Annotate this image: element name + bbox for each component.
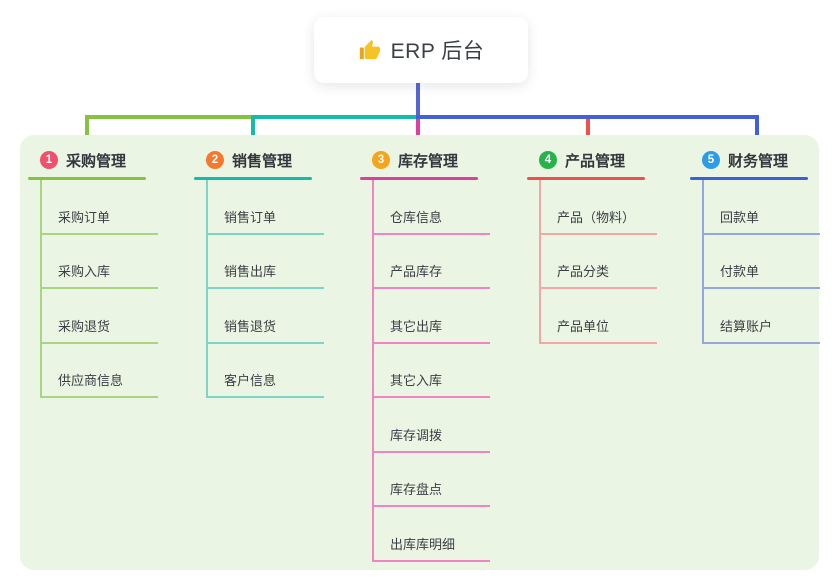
child-node[interactable]: 其它出库 [374, 289, 518, 344]
branch-underline [360, 177, 478, 180]
child-label: 库存盘点 [374, 479, 490, 507]
child-node[interactable]: 供应商信息 [42, 344, 186, 398]
connector-drop-branch-5 [755, 115, 759, 146]
branch-sales: 2 销售管理 销售订单 销售出库 销售退货 客户信息 [194, 145, 352, 398]
child-label: 产品分类 [541, 261, 657, 289]
child-node[interactable]: 仓库信息 [374, 180, 518, 235]
child-node[interactable]: 回款单 [704, 180, 839, 235]
branch-underline [527, 177, 645, 180]
child-node[interactable]: 采购退货 [42, 289, 186, 344]
branch-number-badge: 3 [372, 151, 390, 169]
branch-label: 财务管理 [728, 152, 789, 170]
child-node[interactable]: 库存盘点 [374, 453, 518, 507]
thumbs-up-icon [359, 39, 380, 59]
branch-underline [28, 177, 146, 180]
child-node[interactable]: 客户信息 [208, 344, 352, 398]
child-node[interactable]: 其它入库 [374, 344, 518, 398]
connector-drop-branch-2 [251, 115, 255, 146]
child-label: 产品库存 [374, 261, 490, 289]
child-label: 产品单位 [541, 316, 657, 344]
branch-underline [194, 177, 312, 180]
branch-inventory: 3 库存管理 仓库信息 产品库存 其它出库 其它入库 库存调拨 库存盘点 出库库… [360, 145, 518, 562]
child-label: 采购入库 [42, 261, 158, 289]
child-label: 结算账户 [704, 316, 820, 344]
branch-node[interactable]: 1 采购管理 [28, 145, 186, 175]
child-node[interactable]: 库存调拨 [374, 398, 518, 453]
branch-node[interactable]: 2 销售管理 [194, 145, 352, 175]
child-node[interactable]: 产品库存 [374, 235, 518, 289]
branch-children: 采购订单 采购入库 采购退货 供应商信息 [40, 180, 186, 398]
branch-number-badge: 5 [702, 151, 720, 169]
child-node[interactable]: 产品单位 [541, 289, 685, 344]
branch-children: 产品（物料） 产品分类 产品单位 [539, 180, 685, 344]
child-label: 库存调拨 [374, 425, 490, 453]
child-label: 销售退货 [208, 316, 324, 344]
branch-label: 采购管理 [66, 152, 127, 170]
child-label: 付款单 [704, 261, 820, 289]
child-label: 客户信息 [208, 370, 324, 398]
branch-underline [690, 177, 808, 180]
child-node[interactable]: 销售退货 [208, 289, 352, 344]
child-label: 销售订单 [208, 207, 324, 235]
connector-drop-branch-1 [85, 115, 89, 146]
child-node[interactable]: 结算账户 [704, 289, 839, 344]
child-label: 其它入库 [374, 370, 490, 398]
child-label: 出库库明细 [374, 534, 490, 562]
child-label: 产品（物料） [541, 207, 657, 235]
root-node[interactable]: ERP 后台 [314, 17, 528, 83]
branch-node[interactable]: 5 财务管理 [690, 145, 839, 175]
connector-root-vertical [416, 83, 420, 117]
branch-children: 仓库信息 产品库存 其它出库 其它入库 库存调拨 库存盘点 出库库明细 [372, 180, 518, 562]
branch-finance: 5 财务管理 回款单 付款单 结算账户 [690, 145, 839, 344]
branch-children: 回款单 付款单 结算账户 [702, 180, 839, 344]
child-label: 采购退货 [42, 316, 158, 344]
child-label: 其它出库 [374, 316, 490, 344]
branch-product: 4 产品管理 产品（物料） 产品分类 产品单位 [527, 145, 685, 344]
branch-number-badge: 2 [206, 151, 224, 169]
child-node[interactable]: 销售订单 [208, 180, 352, 235]
branch-label: 库存管理 [398, 152, 459, 170]
root-node-label: ERP 后台 [390, 40, 485, 63]
connector-horizontal-teal [251, 115, 418, 119]
branch-number-badge: 1 [40, 151, 58, 169]
connector-drop-branch-4 [586, 119, 590, 146]
branch-children: 销售订单 销售出库 销售退货 客户信息 [206, 180, 352, 398]
child-node[interactable]: 产品分类 [541, 235, 685, 289]
connector-drop-branch-3 [416, 119, 420, 146]
branch-number-badge: 4 [539, 151, 557, 169]
branch-label: 销售管理 [232, 152, 293, 170]
child-node[interactable]: 销售出库 [208, 235, 352, 289]
connector-horizontal-green [85, 115, 255, 119]
child-label: 销售出库 [208, 261, 324, 289]
branches-panel [20, 135, 819, 570]
child-label: 回款单 [704, 207, 820, 235]
child-node[interactable]: 付款单 [704, 235, 839, 289]
branch-node[interactable]: 4 产品管理 [527, 145, 685, 175]
child-label: 仓库信息 [374, 207, 490, 235]
branch-node[interactable]: 3 库存管理 [360, 145, 518, 175]
child-node[interactable]: 采购订单 [42, 180, 186, 235]
branch-purchase: 1 采购管理 采购订单 采购入库 采购退货 供应商信息 [28, 145, 186, 398]
child-node[interactable]: 出库库明细 [374, 507, 518, 562]
child-node[interactable]: 产品（物料） [541, 180, 685, 235]
child-label: 供应商信息 [42, 370, 158, 398]
child-node[interactable]: 采购入库 [42, 235, 186, 289]
child-label: 采购订单 [42, 207, 158, 235]
branch-label: 产品管理 [565, 152, 626, 170]
connector-horizontal-blue [416, 115, 759, 119]
